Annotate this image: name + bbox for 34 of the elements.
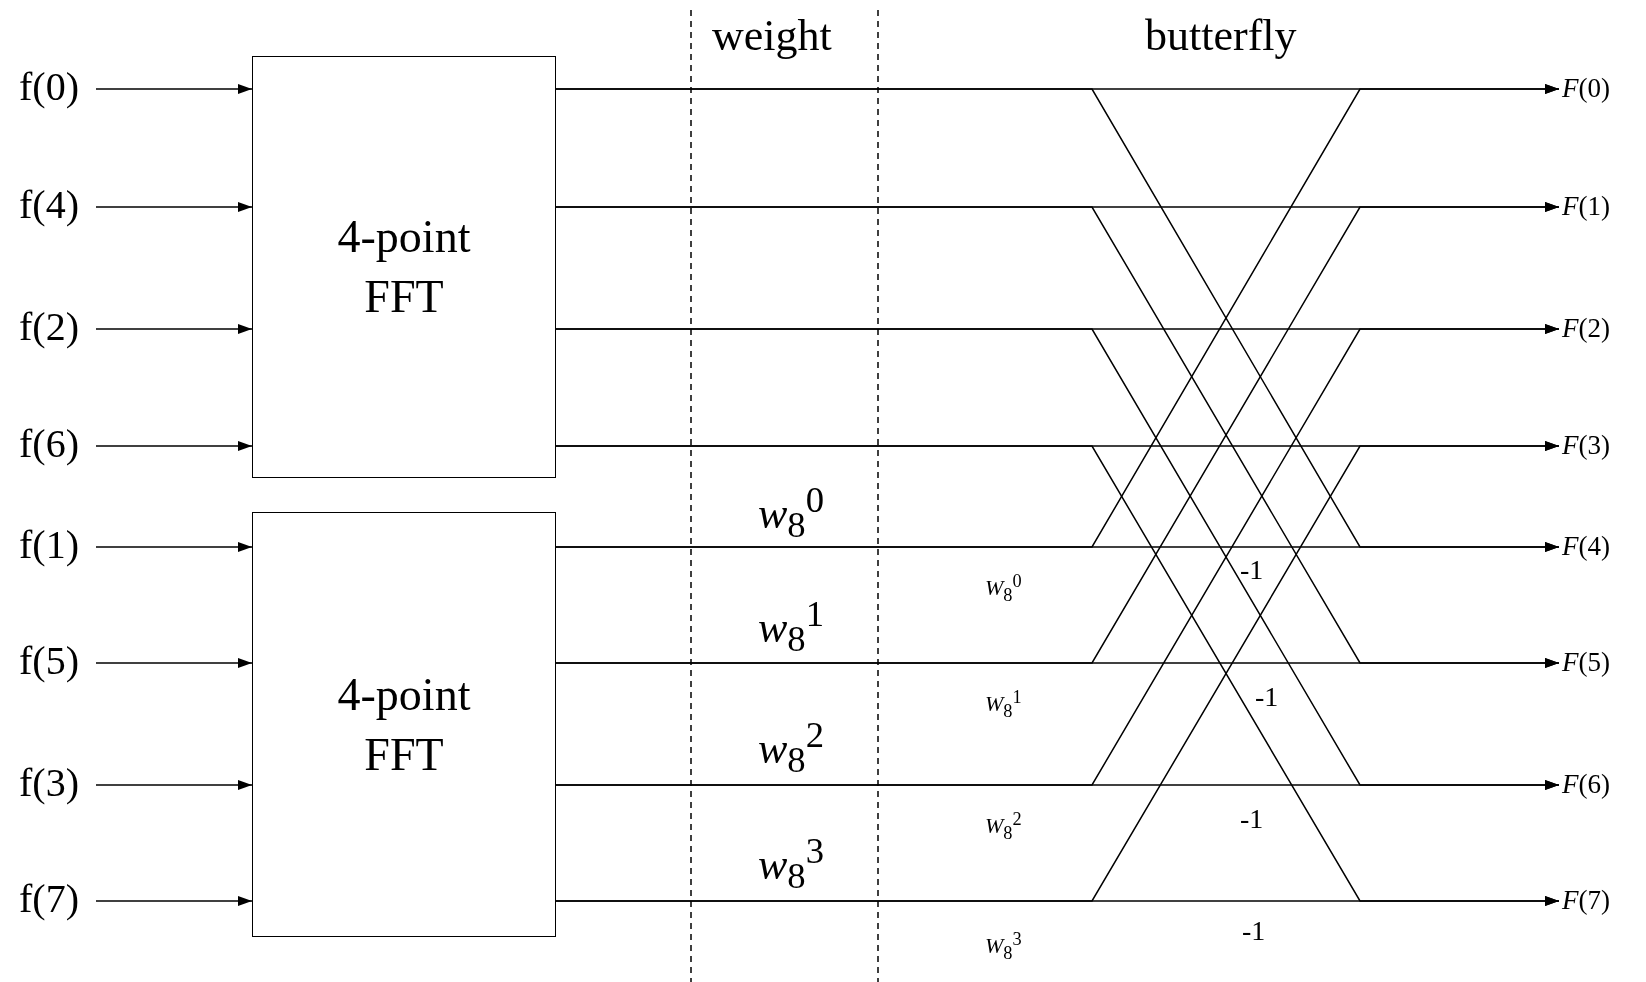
input-label: f(4)	[19, 185, 79, 225]
arrow	[95, 441, 253, 451]
sign-label: -1	[1240, 556, 1264, 584]
sign-label: -1	[1240, 805, 1264, 833]
arrow	[95, 202, 253, 212]
box-label: 4-point FFT	[336, 210, 472, 324]
output-label: F(6)	[1562, 771, 1610, 798]
input-label: f(6)	[19, 424, 79, 464]
output-label: F(4)	[1562, 533, 1610, 560]
process-box	[252, 512, 556, 937]
output-label: F(5)	[1562, 649, 1610, 676]
output-label: F(0)	[1562, 75, 1610, 102]
arrow	[95, 658, 253, 668]
arrow	[95, 896, 253, 906]
output-label: F(3)	[1562, 432, 1610, 459]
arrow	[95, 542, 253, 552]
input-label: f(7)	[19, 879, 79, 919]
output-label: F(2)	[1562, 315, 1610, 342]
arrow	[95, 84, 253, 94]
column-heading: weight	[712, 14, 832, 58]
input-label: f(0)	[19, 67, 79, 107]
sign-label: -1	[1255, 683, 1279, 711]
input-label: f(3)	[19, 763, 79, 803]
input-label: f(5)	[19, 641, 79, 681]
output-label: F(7)	[1562, 887, 1610, 914]
box-label: 4-point FFT	[336, 667, 472, 782]
column-heading: butterfly	[1145, 14, 1297, 58]
output-label: F(1)	[1562, 193, 1610, 220]
arrow	[95, 324, 253, 334]
input-label: f(1)	[19, 525, 79, 565]
input-label: f(2)	[19, 307, 79, 347]
arrow	[95, 780, 253, 790]
sign-label: -1	[1242, 917, 1266, 945]
process-box	[252, 56, 556, 478]
